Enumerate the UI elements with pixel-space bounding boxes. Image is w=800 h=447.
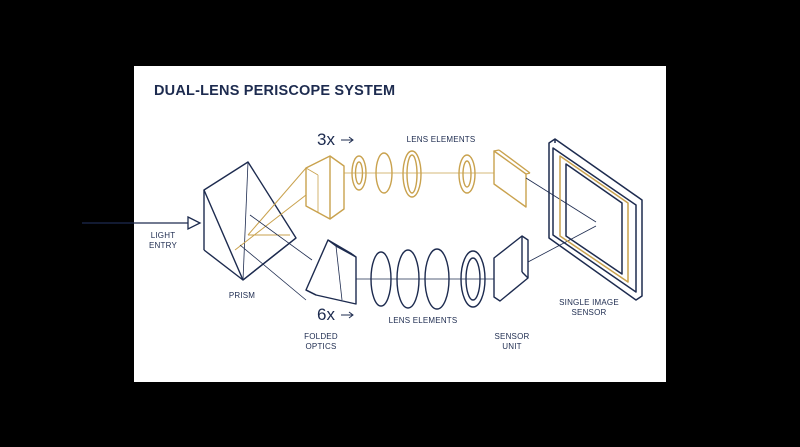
sensor-unit [493, 235, 529, 302]
single-sensor-label-line1: SINGLE IMAGE [559, 298, 619, 307]
single-sensor-label-line2: SENSOR [572, 308, 607, 317]
mirror-3x [305, 155, 345, 220]
light-entry-label-line1: LIGHT [151, 231, 176, 240]
upper-lens-group [351, 150, 476, 198]
light-entry-label-line2: ENTRY [149, 241, 177, 250]
upper-lens-3 [402, 150, 422, 198]
prism [203, 161, 297, 281]
optical-axis [344, 172, 597, 280]
folded-optics-label-line1: FOLDED [304, 332, 338, 341]
lens-elements-bottom-label: LENS ELEMENTS [389, 316, 458, 325]
folded-optics-label-line2: OPTICS [306, 342, 337, 351]
zoom-3x-marker: 3x [317, 130, 354, 149]
single-image-sensor [548, 138, 643, 301]
upper-sensor-plate [493, 149, 531, 208]
light-path-upper [234, 167, 307, 251]
light-entry-arrow [82, 215, 202, 231]
zoom-6x-marker: 6x [317, 305, 354, 324]
zoom-3x-label: 3x [317, 130, 335, 149]
lens-elements-top-label: LENS ELEMENTS [407, 135, 476, 144]
zoom-6x-label: 6x [317, 305, 335, 324]
folded-optics [305, 239, 357, 305]
light-path-lower [239, 214, 313, 301]
sensor-unit-label-line2: UNIT [502, 342, 521, 351]
diagram-title: DUAL-LENS PERISCOPE SYSTEM [154, 83, 396, 99]
prism-label: PRISM [229, 291, 255, 300]
sensor-unit-label-line1: SENSOR [495, 332, 530, 341]
upper-lens-4 [458, 154, 476, 194]
diagram-card: DUAL-LENS PERISCOPE SYSTEM [134, 66, 666, 382]
